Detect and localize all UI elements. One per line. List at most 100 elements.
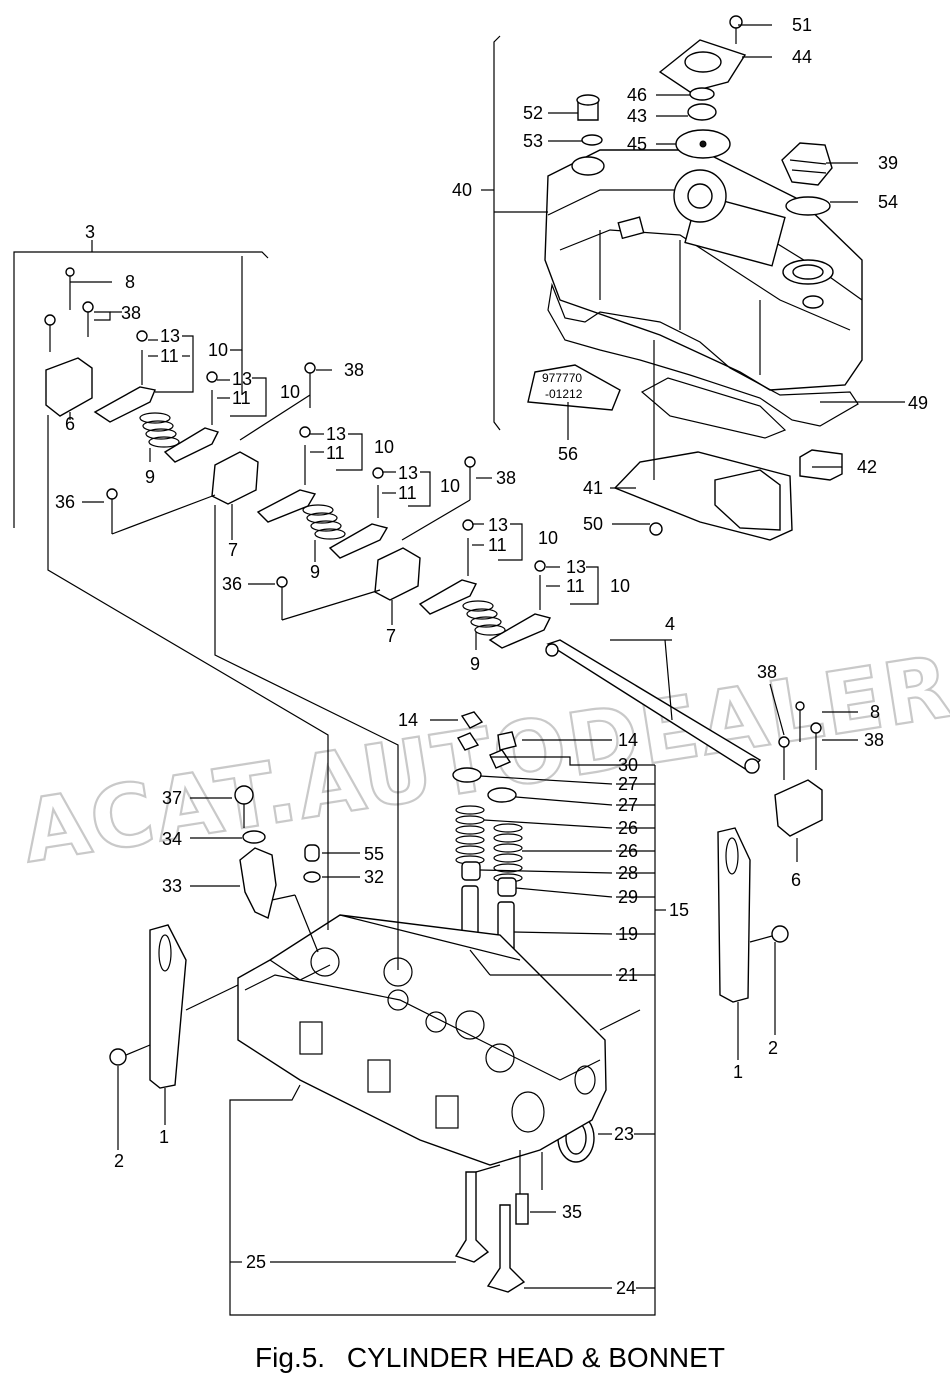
rocker-arm-2 [163, 427, 219, 463]
callout-8a: 8 [125, 272, 135, 292]
callout-38c: 38 [496, 468, 516, 488]
dowel-35 [515, 1193, 529, 1225]
callout-33: 33 [162, 876, 182, 896]
callout-25: 25 [246, 1252, 266, 1272]
callout-46: 46 [627, 85, 647, 105]
rocker-arm-6 [488, 613, 552, 649]
cap-55 [304, 844, 320, 862]
callout-54: 54 [878, 192, 898, 212]
callout-36a: 36 [55, 492, 75, 512]
callout-10e: 10 [538, 528, 558, 548]
callout-11d: 11 [398, 483, 417, 503]
intake-valve-25 [454, 1171, 490, 1263]
retainer-27a [452, 767, 482, 783]
cylinder-head-assembly [109, 785, 789, 1166]
callout-40: 40 [452, 180, 472, 200]
washer-34 [242, 830, 266, 844]
valve-cap-14a [460, 711, 484, 729]
cotter-30 [456, 732, 512, 769]
figure-number: Fig.5. [255, 1342, 326, 1373]
sealant-part-line2: -01212 [545, 387, 583, 401]
callout-32: 32 [364, 867, 384, 887]
callout-27a: 27 [618, 774, 638, 794]
cylinder-head [237, 914, 607, 1166]
sealant-tube [527, 364, 621, 411]
callout-29: 29 [618, 887, 638, 907]
callout-53: 53 [523, 131, 543, 151]
bolt-2b [771, 925, 789, 943]
callout-52: 52 [523, 103, 543, 123]
callout-38e: 38 [864, 730, 884, 750]
callout-24: 24 [616, 1278, 636, 1298]
stem-seal-29 [497, 877, 517, 897]
bracket-33 [239, 847, 277, 919]
rocker-arm-1 [93, 386, 156, 423]
callout-30: 30 [618, 755, 638, 775]
breather-parts: 977770 -01212 [527, 15, 833, 536]
bonnet-assembly [544, 149, 863, 541]
washer-32 [303, 871, 321, 883]
callout-11a: 11 [160, 346, 179, 366]
callout-13a: 13 [160, 326, 180, 346]
rocker-shaft [546, 639, 762, 773]
callout-23: 23 [614, 1124, 634, 1144]
callout-labels: 3 8 38 13 11 10 13 11 10 38 6 9 36 7 13 … [55, 15, 928, 1298]
callout-13c: 13 [326, 424, 346, 444]
figure-caption: Fig.5. CYLINDER HEAD & BONNET [0, 1342, 950, 1374]
rocker-support-7a [211, 451, 259, 505]
valve-cap-14b [497, 731, 517, 751]
valve-spring-26b [493, 823, 523, 883]
callout-19: 19 [618, 924, 638, 944]
callout-26a: 26 [618, 818, 638, 838]
rocker-arm-4 [328, 523, 389, 559]
callout-56: 56 [558, 444, 578, 464]
oil-filler-cap [781, 142, 833, 186]
bolt-2a [109, 1048, 127, 1066]
callout-27b: 27 [618, 795, 638, 815]
callout-1b: 1 [733, 1062, 743, 1082]
callout-10c: 10 [374, 437, 394, 457]
callout-39: 39 [878, 153, 898, 173]
callout-14b: 14 [618, 730, 638, 750]
callout-55: 55 [364, 844, 384, 864]
bolt-50 [649, 522, 663, 536]
callout-45: 45 [627, 134, 647, 154]
rocker-support-6b [774, 779, 823, 837]
spring-9c [462, 600, 506, 636]
seal-46 [689, 87, 715, 101]
callout-34: 34 [162, 829, 182, 849]
callout-10d: 10 [440, 476, 460, 496]
bonnet-gasket [547, 282, 859, 427]
rocker-support-7b [374, 547, 421, 601]
callout-1a: 1 [159, 1127, 169, 1147]
callout-13d: 13 [398, 463, 418, 483]
rocker-arm-assembly [13, 251, 823, 837]
callout-6b: 6 [791, 870, 801, 890]
figure-title: CYLINDER HEAD & BONNET [346, 1342, 725, 1373]
callout-2a: 2 [114, 1151, 124, 1171]
callout-11f: 11 [566, 576, 585, 596]
rocker-arm-3 [256, 489, 317, 523]
callout-10f: 10 [610, 576, 630, 596]
callout-10b: 10 [280, 382, 300, 402]
callout-11c: 11 [326, 443, 345, 463]
rocker-support-6a [45, 357, 93, 417]
callout-9a: 9 [145, 467, 155, 487]
callout-41: 41 [583, 478, 603, 498]
callout-9c: 9 [470, 654, 480, 674]
rocker-arm-5 [418, 579, 478, 615]
spring-9a [139, 412, 180, 448]
callout-7b: 7 [386, 626, 396, 646]
o-ring-54 [785, 196, 831, 216]
leader-lines [47, 24, 905, 1316]
callout-6a: 6 [65, 414, 75, 434]
callout-11b: 11 [232, 388, 251, 408]
callout-43: 43 [627, 106, 647, 126]
retainer-27b [487, 787, 517, 803]
callout-37: 37 [162, 788, 182, 808]
holder-43 [687, 103, 717, 121]
callout-9b: 9 [310, 562, 320, 582]
rubber-block [799, 449, 843, 481]
callout-8b: 8 [870, 702, 880, 722]
